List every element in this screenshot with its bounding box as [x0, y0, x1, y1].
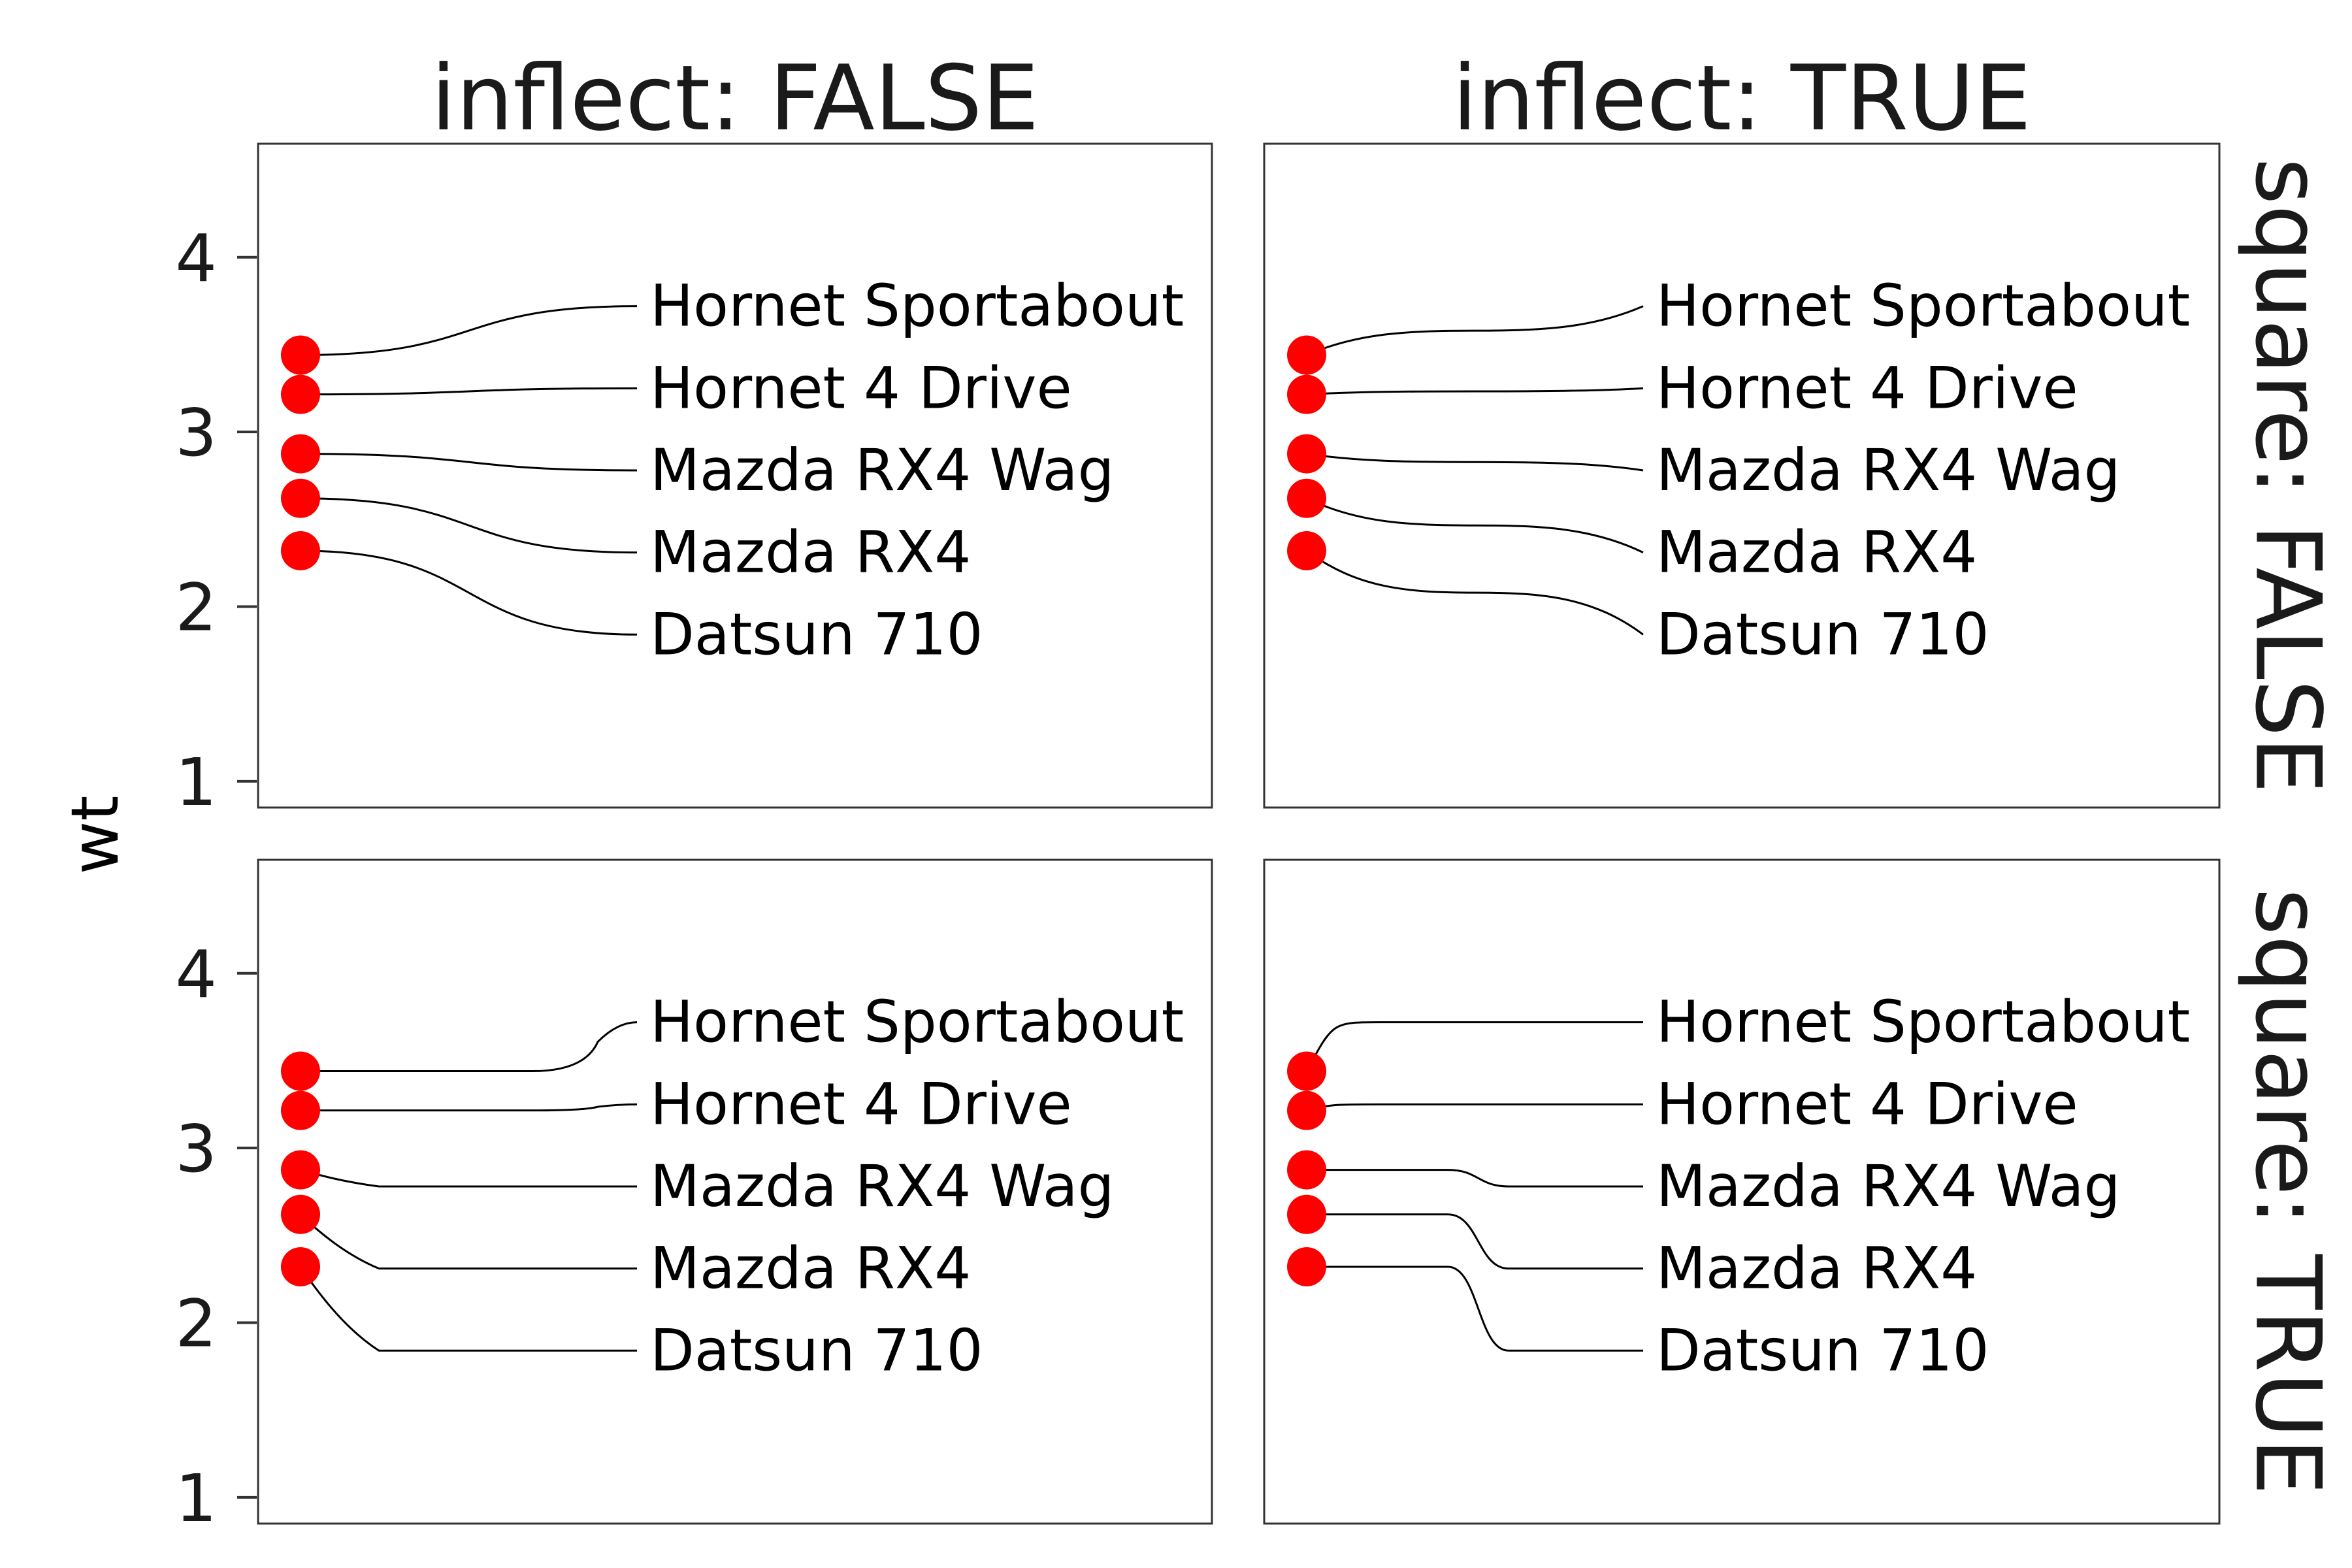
point-label: Datsun 710 — [650, 1316, 983, 1384]
data-point — [281, 531, 320, 570]
data-point — [1287, 1247, 1326, 1286]
point-label: Datsun 710 — [1656, 1316, 1989, 1384]
data-point — [281, 1090, 320, 1130]
row-strip-label-0: square: FALSE — [2235, 157, 2340, 793]
point-label: Mazda RX4 — [1656, 519, 1977, 586]
y-tick-label: 2 — [175, 1286, 217, 1362]
data-point — [281, 374, 320, 414]
label-segment — [1306, 305, 1644, 356]
point-label: Mazda RX4 Wag — [1656, 436, 2120, 504]
label-segment — [1307, 1169, 1643, 1188]
y-tick-label: 1 — [175, 1460, 217, 1537]
label-segment — [1307, 1213, 1643, 1270]
point-label: Mazda RX4 — [650, 1235, 971, 1302]
point-label: Mazda RX4 Wag — [650, 436, 1114, 504]
data-point — [281, 478, 320, 518]
y-axis-title: wt — [57, 796, 133, 875]
data-point — [1287, 478, 1326, 518]
label-segment — [300, 549, 638, 636]
point-label: Hornet 4 Drive — [650, 354, 1072, 421]
label-segment — [1306, 387, 1644, 396]
data-point — [1287, 374, 1326, 414]
label-segment — [301, 1103, 638, 1112]
label-segment — [1306, 549, 1644, 636]
point-label: Hornet Sportabout — [1656, 272, 2190, 340]
point-label: Hornet 4 Drive — [650, 1070, 1072, 1137]
column-strip-label-0: inflect: FALSE — [431, 46, 1039, 151]
y-tick-label: 4 — [175, 220, 217, 297]
label-segment — [300, 387, 638, 396]
point-label: Mazda RX4 — [1656, 1235, 1977, 1302]
label-segment — [300, 305, 638, 357]
data-point — [1287, 434, 1326, 474]
data-point — [281, 1194, 320, 1234]
point-label: Hornet 4 Drive — [1656, 354, 2078, 421]
panel-frame — [257, 142, 1213, 809]
label-segment — [300, 453, 638, 472]
data-point — [1287, 531, 1326, 570]
label-segment — [1306, 453, 1644, 472]
y-tick-label: 2 — [175, 570, 217, 646]
data-point — [1287, 1150, 1326, 1190]
data-point — [281, 1150, 320, 1190]
data-point — [281, 1247, 320, 1286]
data-point — [1287, 1051, 1326, 1091]
label-segment — [1306, 497, 1644, 553]
point-label: Hornet 4 Drive — [1656, 1070, 2078, 1137]
point-label: Hornet Sportabout — [1656, 988, 2190, 1056]
label-segment — [1305, 1021, 1643, 1072]
data-point — [281, 1051, 320, 1091]
data-point — [281, 335, 320, 375]
point-label: Datsun 710 — [1656, 600, 1989, 668]
row-strip-label-1: square: TRUE — [2235, 889, 2340, 1495]
column-strip-label-1: inflect: TRUE — [1452, 46, 2031, 151]
y-tick-label: 3 — [175, 395, 217, 471]
data-point — [1287, 1194, 1326, 1234]
point-label: Hornet Sportabout — [650, 272, 1184, 340]
data-point — [1287, 1090, 1326, 1130]
point-label: Hornet Sportabout — [650, 988, 1184, 1056]
label-segment — [300, 497, 638, 554]
data-point — [1287, 335, 1326, 375]
y-tick-label: 3 — [175, 1111, 217, 1187]
panel-frame — [1263, 142, 2221, 809]
label-segment — [301, 1021, 638, 1073]
point-label: Datsun 710 — [650, 600, 983, 668]
y-tick-label: 1 — [175, 744, 217, 821]
panel-frame — [1263, 858, 2221, 1525]
panel-frame — [257, 858, 1213, 1525]
data-point — [281, 434, 320, 474]
point-label: Mazda RX4 — [650, 519, 971, 586]
point-label: Mazda RX4 Wag — [650, 1152, 1114, 1220]
point-label: Mazda RX4 Wag — [1656, 1152, 2120, 1220]
label-segment — [1307, 1266, 1643, 1352]
y-tick-label: 4 — [175, 936, 217, 1013]
